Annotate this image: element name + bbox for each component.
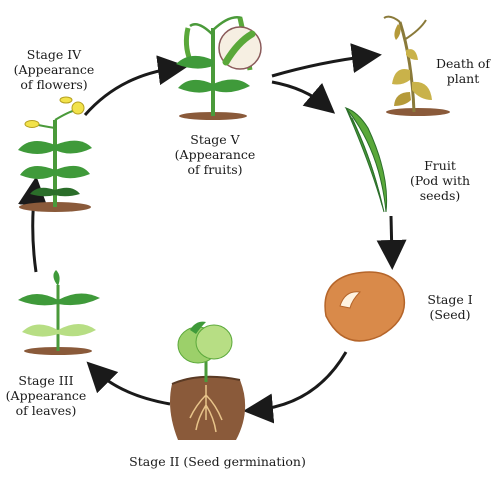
stage3-label: Stage III (Appearance of leaves) [0, 373, 92, 418]
stage4-flowering-plant-illustration [18, 97, 92, 212]
fruit-label: Fruit (Pod with seeds) [400, 158, 480, 203]
arrow-stage3-to-stage4 [33, 188, 36, 272]
stage4-label: Stage IV (Appearance of flowers) [6, 47, 102, 92]
stage2-label: Stage II (Seed germination) [125, 454, 310, 469]
death-label: Death of plant [428, 56, 498, 86]
stage5-label: Stage V (Appearance of fruits) [150, 132, 280, 177]
arrow-fruit-to-seed [391, 216, 392, 258]
stage3-young-plant-illustration [18, 270, 100, 355]
arrow-seed-to-stage2 [255, 352, 346, 410]
stage1-label: Stage I (Seed) [415, 292, 485, 322]
seed-illustration [325, 272, 404, 341]
arrow-stage2-to-stage3 [95, 370, 170, 404]
stage5-fruiting-plant-illustration [176, 17, 261, 120]
arrow-stage5-to-death [272, 56, 370, 76]
arrow-stage5-to-fruit [272, 82, 326, 106]
germination-illustration [170, 322, 245, 440]
pod-illustration [346, 108, 387, 212]
